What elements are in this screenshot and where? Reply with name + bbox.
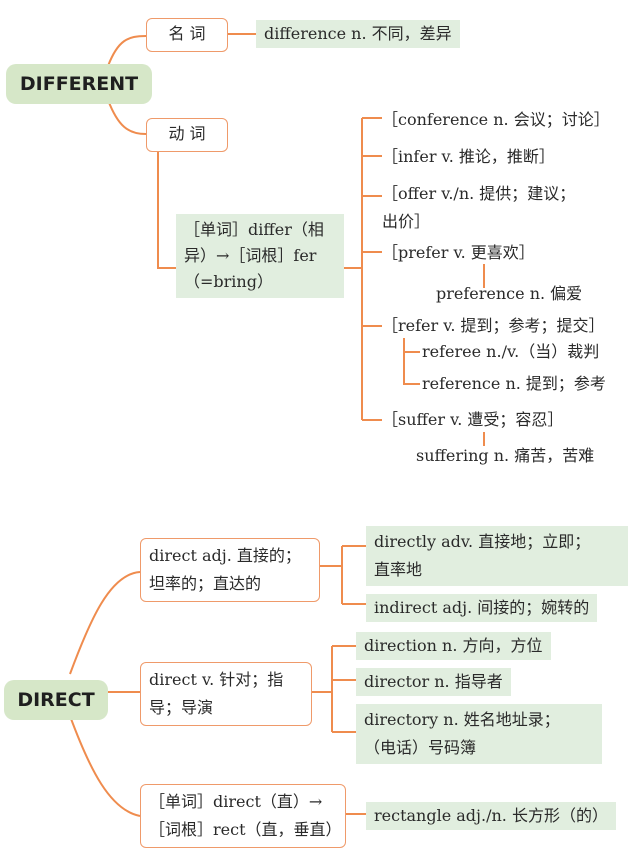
noun-label-box: 名 词 [146, 18, 228, 52]
adj-label-box: direct adj. 直接的； 坦率的；直达的 [140, 538, 320, 602]
adj-label-line-2: 坦率的；直达的 [149, 574, 262, 593]
word-infer: ［infer v. 推论，推断］ [382, 147, 555, 166]
directly-line-1: directly adv. 直接地；立即； [374, 532, 591, 551]
directory-line-2: （电话）号码簿 [364, 738, 477, 757]
ety-direct-line-2: ［词根］rect（直，垂直） [149, 820, 342, 839]
word-offer-cont: 出价］ [382, 212, 431, 231]
word-referee: referee n./v.（当）裁判 [422, 342, 600, 361]
verb-child-direction: direction n. 方向，方位 [356, 632, 551, 660]
word-offer: ［offer v./n. 提供；建议； [382, 184, 576, 203]
etymology-line-3: （=bring） [184, 272, 273, 291]
ety-child-rectangle: rectangle adj./n. 长方形（的） [366, 802, 616, 830]
word-prefer: ［prefer v. 更喜欢］ [382, 243, 535, 262]
verb-label-box-direct: direct v. 针对；指 导；导演 [140, 662, 312, 726]
directly-line-2: 直率地 [374, 560, 423, 579]
adj-child-directly: directly adv. 直接地；立即； 直率地 [366, 526, 628, 586]
adj-label-line-1: direct adj. 直接的； [149, 546, 301, 565]
ety-direct-line-1: ［单词］direct（直）→ [149, 792, 323, 811]
verb-label-line-1: direct v. 针对；指 [149, 670, 284, 689]
root-node-direct: DIRECT [4, 680, 108, 720]
etymology-line-1: ［单词］differ（相 [184, 220, 324, 239]
verb-label-box: 动 词 [146, 118, 228, 152]
verb-child-directory: directory n. 姓名地址录； （电话）号码簿 [356, 704, 602, 764]
word-reference: reference n. 提到；参考 [422, 374, 606, 393]
verb-child-director: director n. 指导者 [356, 668, 511, 696]
word-refer: ［refer v. 提到；参考；提交］ [382, 316, 605, 335]
noun-definition: difference n. 不同，差异 [256, 20, 460, 48]
etymology-box: ［单词］differ（相 异）→［词根］fer （=bring） [176, 214, 344, 298]
directory-line-1: directory n. 姓名地址录； [364, 710, 560, 729]
etymology-line-2: 异）→［词根］fer [184, 246, 317, 265]
ety-label-box-direct: ［单词］direct（直）→ ［词根］rect（直，垂直） [140, 784, 346, 848]
verb-label-line-2: 导；导演 [149, 698, 214, 717]
adj-child-indirect: indirect adj. 间接的；婉转的 [366, 594, 598, 622]
word-preference: preference n. 偏爱 [436, 284, 583, 303]
root-node-different: DIFFERENT [6, 64, 152, 104]
word-suffering: suffering n. 痛苦，苦难 [416, 446, 595, 465]
word-suffer: ［suffer v. 遭受；容忍］ [382, 410, 564, 429]
word-conference: ［conference n. 会议；讨论］ [382, 110, 610, 129]
